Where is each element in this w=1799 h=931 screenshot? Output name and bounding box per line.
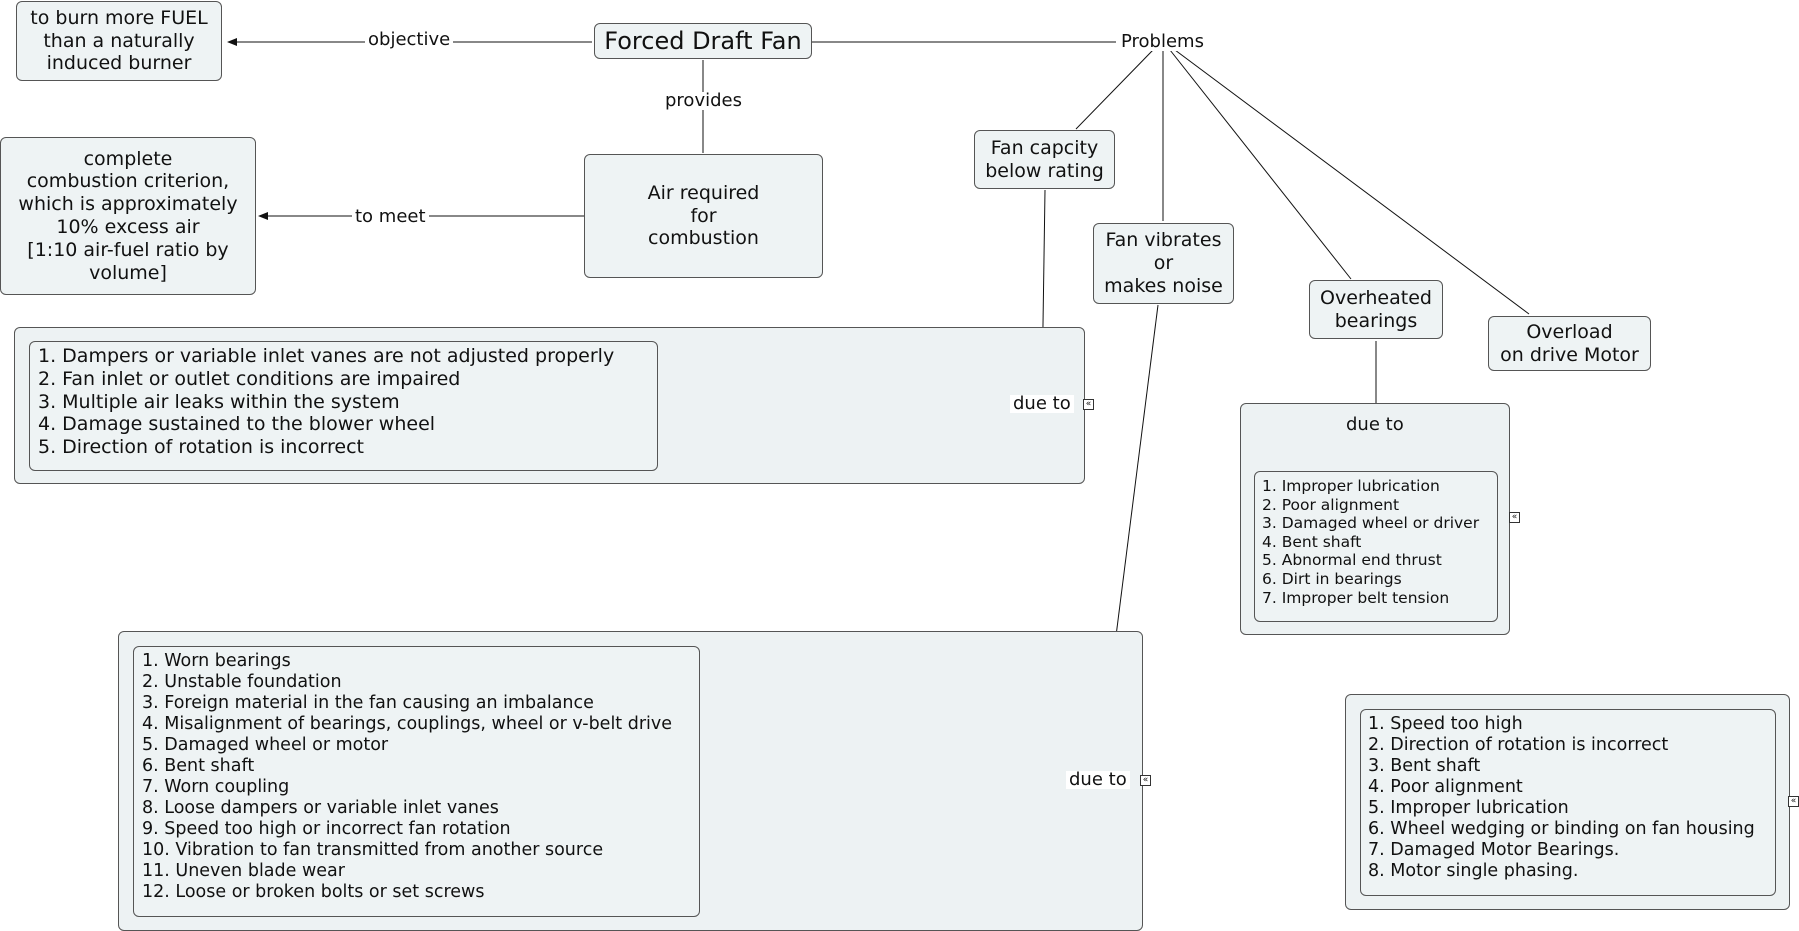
cause-item: 4. Damage sustained to the blower wheel: [38, 413, 436, 436]
cause-item: 5. Improper lubrication: [1368, 798, 1569, 818]
cause-item: 8. Motor single phasing.: [1368, 861, 1579, 881]
fan-vibration-due-to-label: due to: [1066, 771, 1130, 789]
cause-item: 5. Abnormal end thrust: [1262, 551, 1442, 570]
to-meet-link-label: to meet: [352, 208, 429, 226]
cause-item: 4. Misalignment of bearings, couplings, …: [142, 714, 673, 734]
fan-capacity-causes-list[interactable]: 1. Dampers or variable inlet vanes are n…: [29, 341, 658, 471]
cause-item: 4. Bent shaft: [1262, 532, 1362, 551]
objective-node[interactable]: to burn more FUEL than a naturally induc…: [16, 1, 222, 81]
cause-item: 5. Direction of rotation is incorrect: [38, 436, 365, 459]
cause-item: 10. Vibration to fan transmitted from an…: [142, 840, 604, 860]
fan-capacity-causes-group: 1. Dampers or variable inlet vanes are n…: [14, 327, 1085, 484]
fan-capacity-expand-icon[interactable]: «: [1083, 399, 1094, 410]
cause-item: 2. Fan inlet or outlet conditions are im…: [38, 367, 461, 390]
cause-item: 3. Foreign material in the fan causing a…: [142, 693, 594, 713]
problem-overload-motor-node[interactable]: Overload on drive Motor: [1488, 316, 1651, 371]
cause-item: 6. Dirt in bearings: [1262, 569, 1402, 588]
problem-fan-capacity-node[interactable]: Fan capcity below rating: [974, 130, 1115, 189]
fan-vibration-expand-icon[interactable]: «: [1140, 775, 1151, 786]
overload-motor-expand-icon[interactable]: «: [1788, 796, 1799, 807]
problem-fan-vibrates-node[interactable]: Fan vibrates or makes noise: [1093, 223, 1234, 304]
cause-item: 1. Improper lubrication: [1262, 477, 1440, 495]
cause-item: 6. Bent shaft: [142, 756, 255, 776]
cause-item: 1. Speed too high: [1368, 714, 1523, 734]
cause-item: 8. Loose dampers or variable inlet vanes: [142, 798, 499, 818]
fan-capacity-due-to-label: due to: [1010, 395, 1074, 413]
provides-link-label: provides: [662, 92, 745, 110]
cause-item: 3. Multiple air leaks within the system: [38, 390, 400, 413]
cause-item: 2. Poor alignment: [1262, 495, 1400, 514]
cause-item: 5. Damaged wheel or motor: [142, 735, 389, 755]
combustion-criterion-node[interactable]: complete combustion criterion, which is …: [0, 137, 256, 295]
overheated-bearings-due-to-label: due to: [1343, 416, 1407, 434]
overheated-bearings-expand-icon[interactable]: «: [1509, 512, 1520, 523]
problems-link-label: Problems: [1118, 33, 1207, 51]
cause-item: 3. Bent shaft: [1368, 756, 1481, 776]
fan-capacity-cause-items: 1. Dampers or variable inlet vanes are n…: [38, 345, 657, 459]
main-topic-node[interactable]: Forced Draft Fan: [594, 23, 812, 59]
cause-item: 12. Loose or broken bolts or set screws: [142, 882, 485, 902]
problem-overheated-bearings-node[interactable]: Overheated bearings: [1309, 280, 1443, 339]
cause-item: 7. Worn coupling: [142, 777, 290, 797]
cause-item: 9. Speed too high or incorrect fan rotat…: [142, 819, 511, 839]
cause-item: 1. Worn bearings: [142, 651, 291, 671]
cause-item: 7. Damaged Motor Bearings.: [1368, 840, 1620, 860]
cause-item: 3. Damaged wheel or driver: [1262, 514, 1480, 533]
cause-item: 1. Dampers or variable inlet vanes are n…: [38, 345, 615, 367]
cause-item: 2. Unstable foundation: [142, 672, 342, 692]
cause-item: 4. Poor alignment: [1368, 777, 1523, 797]
cause-item: 2. Direction of rotation is incorrect: [1368, 735, 1669, 755]
cause-item: 11. Uneven blade wear: [142, 861, 345, 881]
cause-item: 7. Improper belt tension: [1262, 588, 1450, 607]
air-required-node[interactable]: Air required for combustion: [584, 154, 823, 278]
cause-item: 6. Wheel wedging or binding on fan housi…: [1368, 819, 1755, 839]
objective-link-label: objective: [365, 31, 454, 49]
